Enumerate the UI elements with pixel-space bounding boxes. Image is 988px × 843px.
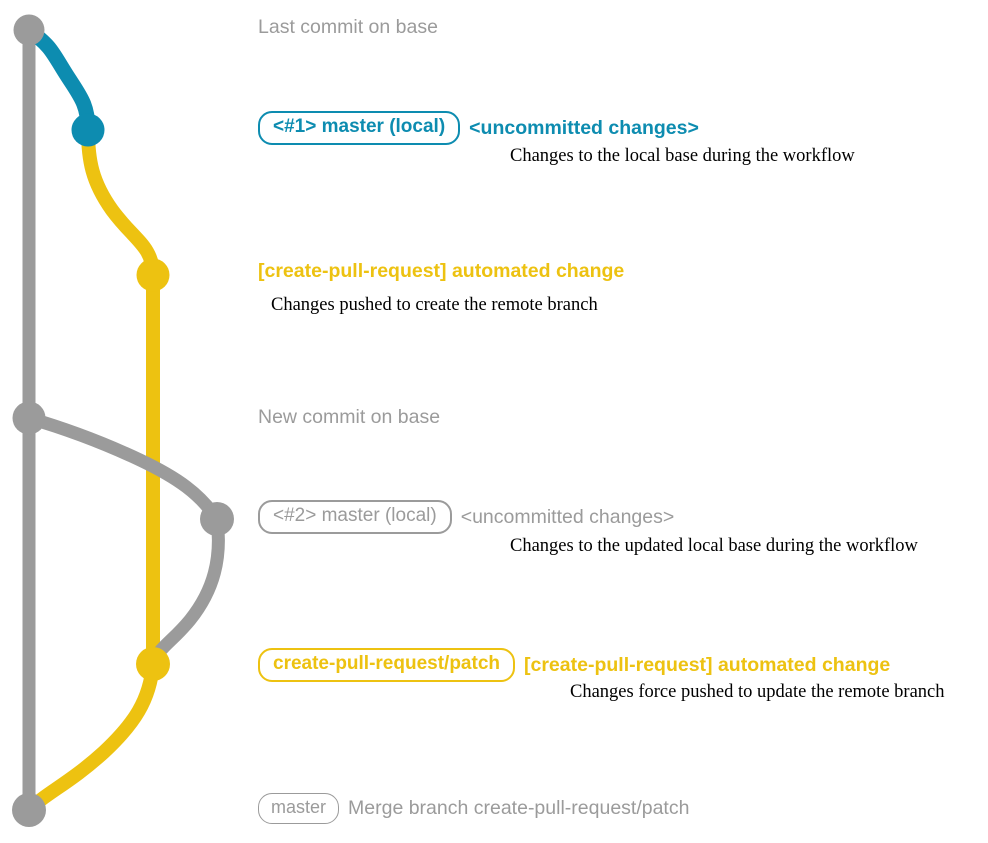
commit-subject-base-new: New commit on base (258, 406, 441, 428)
commit-subject-automated-2: [create-pull-request] automated change (524, 653, 891, 676)
branch-label-local-1[interactable]: <#1> master (local) (258, 111, 461, 145)
commit-subject-local-1: <uncommitted changes> (469, 116, 699, 139)
log-row-local-2: <#2> master (local) <uncommitted changes… (258, 500, 674, 534)
branch-label-master[interactable]: master (258, 793, 340, 824)
branch-label-create-pull-request-patch[interactable]: create-pull-request/patch (258, 648, 515, 682)
commit-subject-merge: Merge branch create-pull-request/patch (348, 797, 690, 820)
log-row-automated-2: create-pull-request/patch [create-pull-r… (258, 648, 890, 682)
log-row-base-last: Last commit on base (258, 16, 438, 38)
log-row-automated-1-description: Changes pushed to create the remote bran… (271, 295, 598, 315)
commit-description-automated-2: Changes force pushed to update the remot… (570, 682, 945, 702)
commit-description-automated-1: Changes pushed to create the remote bran… (271, 295, 598, 315)
branch-label-local-2[interactable]: <#2> master (local) (258, 500, 452, 534)
commit-subject-local-2: <uncommitted changes> (460, 505, 675, 528)
log-row-automated-1: [create-pull-request] automated change (258, 260, 625, 282)
log-row-base-new: New commit on base (258, 406, 441, 428)
log-row-local-2-description: Changes to the updated local base during… (510, 536, 918, 556)
commit-subject-base-last: Last commit on base (258, 16, 438, 38)
log-row-local-1: <#1> master (local) <uncommitted changes… (258, 111, 699, 145)
commit-subject-automated-1: [create-pull-request] automated change (258, 260, 625, 282)
log-row-merge: master Merge branch create-pull-request/… (258, 793, 689, 824)
commit-description-local-1: Changes to the local base during the wor… (510, 146, 855, 166)
log-row-automated-2-description: Changes force pushed to update the remot… (570, 682, 945, 702)
log-row-local-1-description: Changes to the local base during the wor… (510, 146, 855, 166)
commit-description-local-2: Changes to the updated local base during… (510, 536, 918, 556)
